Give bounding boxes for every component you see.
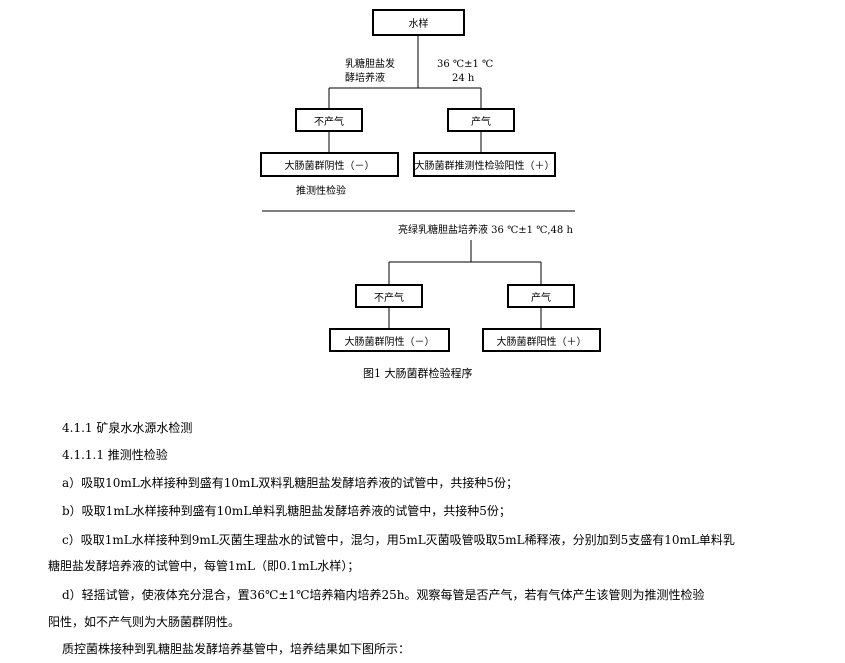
left-result2-box: 不产气 xyxy=(355,284,423,308)
right-outcome2-box: 大肠菌群阳性（＋） xyxy=(482,328,601,352)
step-c-line1: c）吸取1mL水样接种到9mL灭菌生理盐水的试管中，混匀，用5mL灭菌吸管吸取5… xyxy=(62,533,735,547)
stage2-condition: 亮绿乳糖胆盐培养液 36 ℃±1 ℃,48 h xyxy=(398,225,573,236)
coliform-test-flowchart: 水样 乳糖胆盐发 酵培养液 36 ℃±1 ℃ 24 h 不产气 产气 大肠菌群阴… xyxy=(260,9,601,380)
stage1-medium-line1: 乳糖胆盐发 xyxy=(345,59,395,70)
step-c-line2: 糖胆盐发酵培养液的试管中，每管1mL（即0.1mL水样）； xyxy=(48,559,360,573)
step-a: a）吸取10mL水样接种到盛有10mL双料乳糖胆盐发酵培养液的试管中，共接种5份… xyxy=(62,476,519,490)
stage1-temperature: 36 ℃±1 ℃ xyxy=(437,59,494,70)
qc-description: 质控菌株接种到乳糖胆盐发酵培养基管中，培养结果如下图所示： xyxy=(62,642,411,656)
section-heading-4-1-1-1: 4.1.1.1 推测性检验 xyxy=(62,448,168,462)
stage1-time: 24 h xyxy=(452,73,475,84)
step-b: b）吸取1mL水样接种到盛有10mL单料乳糖胆盐发酵培养液的试管中，共接种5份； xyxy=(62,504,511,518)
stage1-medium-line2: 酵培养液 xyxy=(345,73,385,84)
presumptive-test-label: 推测性检验 xyxy=(296,186,346,197)
figure-caption: 图1 大肠菌群检验程序 xyxy=(363,367,473,380)
flowchart-connectors xyxy=(262,36,575,328)
left-outcome2-box: 大肠菌群阴性（－） xyxy=(329,328,450,352)
start-box: 水样 xyxy=(372,9,465,36)
right-result-box: 产气 xyxy=(447,108,515,132)
right-result2-box: 产气 xyxy=(507,284,575,308)
step-d-line2: 阳性，如不产气则为大肠菌群阴性。 xyxy=(48,615,241,629)
left-result-box: 不产气 xyxy=(295,108,363,132)
step-d-line1: d）轻摇试管，使液体充分混合，置36℃±1℃培养箱内培养25h。观察每管是否产气… xyxy=(62,588,705,602)
right-outcome-box: 大肠菌群推测性检验阳性（＋） xyxy=(413,152,556,177)
section-heading-4-1-1: 4.1.1 矿泉水水源水检测 xyxy=(62,421,193,435)
left-outcome-box: 大肠菌群阴性（－） xyxy=(260,152,399,177)
